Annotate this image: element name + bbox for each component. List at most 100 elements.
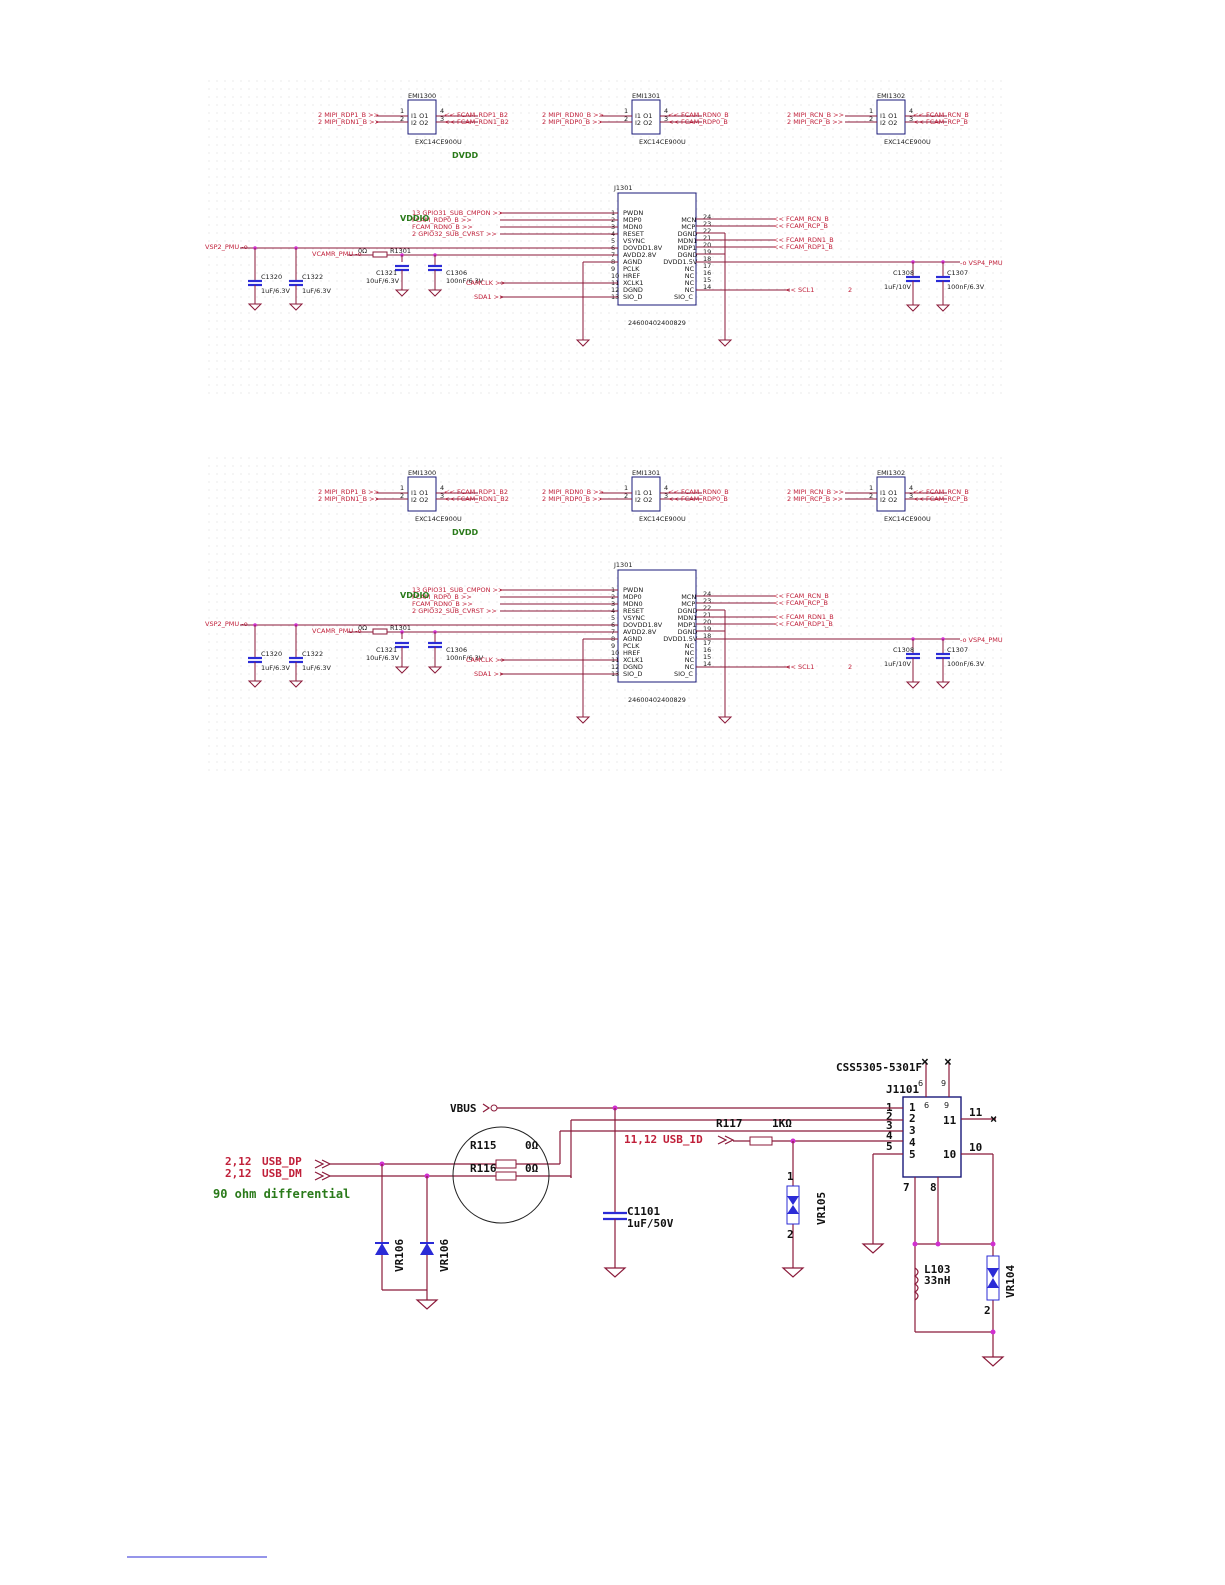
pin-label: XCLK1 bbox=[623, 656, 644, 664]
svg-text:C1306: C1306 bbox=[446, 646, 467, 654]
ferrite-part: EXC14CE900U bbox=[415, 515, 462, 523]
pin-label: MDP0 bbox=[623, 216, 642, 224]
pin-label: XCLK1 bbox=[623, 279, 644, 287]
capacitor-value: 1uF/6.3V bbox=[261, 664, 291, 672]
net-label: << FCAM_RCN_B bbox=[773, 592, 829, 600]
camclk-label: CAMCLK >> bbox=[466, 656, 506, 664]
svg-text:C1308: C1308 bbox=[893, 646, 914, 654]
resistor-ref: R1301 bbox=[390, 624, 411, 632]
net-label: << FCAM_RCP_B bbox=[773, 222, 828, 230]
svg-text:I1 O1: I1 O1 bbox=[411, 112, 428, 120]
svg-text:4: 4 bbox=[886, 1129, 893, 1142]
svg-text:C1321: C1321 bbox=[376, 269, 397, 277]
svg-text:2: 2 bbox=[869, 115, 873, 123]
svg-text:2: 2 bbox=[400, 115, 404, 123]
capacitor-ref: C1320 bbox=[261, 273, 282, 281]
net-label: 2 MIPI_RCP_B >> bbox=[787, 118, 843, 126]
capacitor-ref: C1322 bbox=[302, 273, 323, 281]
svg-text:100nF/6.3V: 100nF/6.3V bbox=[446, 654, 484, 662]
svg-text:2: 2 bbox=[624, 492, 628, 500]
net-label: << FCAM_RDP0_B bbox=[668, 118, 728, 126]
pin-label: PWDN bbox=[623, 586, 643, 594]
svg-text:I1 O1: I1 O1 bbox=[411, 489, 428, 497]
ferrite-ref: EMI1301 bbox=[632, 469, 660, 477]
svg-text:3: 3 bbox=[664, 492, 668, 500]
net-label: 2 MIPI_RDP1_B >> bbox=[318, 488, 379, 496]
ground-symbol bbox=[935, 681, 951, 689]
svg-text:5: 5 bbox=[886, 1140, 893, 1153]
svg-text:R115: R115 bbox=[470, 1139, 497, 1152]
svg-text:2: 2 bbox=[400, 492, 404, 500]
pin-label: VSYNC bbox=[623, 237, 645, 245]
pin-label: NC bbox=[685, 272, 695, 280]
pin-label: DGND bbox=[678, 607, 698, 615]
ground-symbol bbox=[247, 303, 263, 311]
svg-text:1: 1 bbox=[787, 1170, 794, 1183]
svg-text:4: 4 bbox=[909, 1136, 916, 1149]
pin-label: DGND bbox=[678, 251, 698, 259]
pin-label: NC bbox=[685, 649, 695, 657]
svg-text:10uF/6.3V: 10uF/6.3V bbox=[366, 277, 400, 285]
svg-text:3: 3 bbox=[909, 115, 913, 123]
net-label: << FCAM_RDN0_B bbox=[668, 111, 729, 119]
camera-connector-body bbox=[617, 569, 697, 683]
sda-label: SDA1 >> bbox=[474, 670, 505, 678]
svg-text:I2 O2: I2 O2 bbox=[635, 119, 652, 127]
svg-text:2,12: 2,12 bbox=[225, 1167, 252, 1180]
pin-label: MCP bbox=[681, 600, 695, 608]
net-label: 2 MIPI_RDN1_B >> bbox=[318, 495, 380, 503]
ground-symbol bbox=[394, 289, 410, 297]
pin-label: DGND bbox=[678, 628, 698, 636]
svg-text:2: 2 bbox=[909, 1112, 916, 1125]
dvdd-label: DVDD bbox=[452, 528, 478, 537]
svg-text:19: 19 bbox=[703, 248, 711, 256]
svg-text:3: 3 bbox=[664, 115, 668, 123]
net-label: << FCAM_RDN1_B2 bbox=[444, 118, 509, 126]
svg-text:24: 24 bbox=[703, 590, 711, 598]
pin-label: DVDD1.5V bbox=[663, 635, 698, 643]
svg-text:USB_DP: USB_DP bbox=[262, 1155, 302, 1168]
net-label: << FCAM_RDN0_B bbox=[668, 488, 729, 496]
svg-text:1: 1 bbox=[869, 484, 873, 492]
svg-text:I1 O1: I1 O1 bbox=[880, 112, 897, 120]
pin-label: NC bbox=[685, 663, 695, 671]
ground-symbol bbox=[247, 680, 263, 688]
svg-text:5: 5 bbox=[611, 614, 615, 622]
svg-text:15: 15 bbox=[703, 276, 711, 284]
ferrite-ref: EMI1302 bbox=[877, 92, 905, 100]
ferrite-ref: EMI1300 bbox=[408, 92, 436, 100]
capacitor-ref: C1320 bbox=[261, 650, 282, 658]
ferrite-filter bbox=[407, 476, 437, 512]
svg-text:20: 20 bbox=[703, 618, 711, 626]
svg-text:18: 18 bbox=[703, 255, 711, 263]
svg-text:2,12: 2,12 bbox=[225, 1155, 252, 1168]
pin-label: PWDN bbox=[623, 209, 643, 217]
camclk-label: CAMCLK >> bbox=[466, 279, 506, 287]
svg-text:10: 10 bbox=[969, 1141, 982, 1154]
ground-symbol bbox=[575, 716, 591, 724]
ground-symbol bbox=[427, 666, 443, 674]
ground-symbol bbox=[935, 304, 951, 312]
net-label: << FCAM_RCN_B bbox=[773, 215, 829, 223]
connector-part: 24600402400829 bbox=[628, 696, 686, 704]
ferrite-filter bbox=[631, 476, 661, 512]
ferrite-part: EXC14CE900U bbox=[415, 138, 462, 146]
svg-text:2: 2 bbox=[848, 663, 852, 671]
svg-text:I2 O2: I2 O2 bbox=[411, 496, 428, 504]
pin-label: MDN0 bbox=[623, 600, 643, 608]
net-label: FCAM_RDN0_B >> bbox=[412, 600, 473, 608]
net-label: 2 MIPI_RDN1_B >> bbox=[318, 118, 380, 126]
pin-label: SIO_D bbox=[623, 670, 642, 678]
svg-text:21: 21 bbox=[703, 234, 711, 242]
ground-symbol bbox=[905, 304, 921, 312]
svg-text:24: 24 bbox=[703, 213, 711, 221]
pin-label: AVDD2.8V bbox=[623, 628, 657, 636]
pin-label: NC bbox=[685, 265, 695, 273]
ferrite-filter bbox=[407, 99, 437, 135]
svg-text:100nF/6.3V: 100nF/6.3V bbox=[446, 277, 484, 285]
svg-text:23: 23 bbox=[703, 220, 711, 228]
svg-text:2: 2 bbox=[984, 1304, 991, 1317]
pin-label: SIO_C bbox=[674, 293, 693, 301]
vbus-label: VBUS bbox=[450, 1102, 477, 1115]
svg-text:4: 4 bbox=[440, 107, 444, 115]
